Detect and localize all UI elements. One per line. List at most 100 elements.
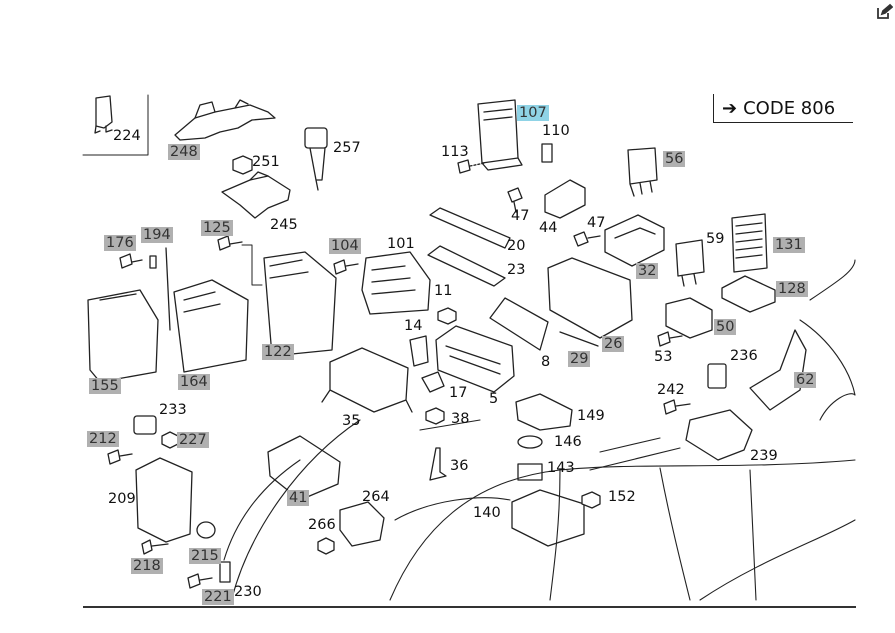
car-body-outline — [223, 259, 856, 601]
part-label-221[interactable]: 221 — [202, 589, 234, 605]
part-47b-screw — [573, 231, 601, 247]
part-label-230[interactable]: 230 — [234, 584, 262, 600]
part-label-38[interactable]: 38 — [451, 411, 470, 427]
part-label-44[interactable]: 44 — [539, 220, 558, 236]
part-label-239[interactable]: 239 — [750, 448, 778, 464]
part-label-224[interactable]: 224 — [113, 128, 141, 144]
part-251-nut — [232, 155, 253, 175]
part-label-242[interactable]: 242 — [657, 382, 685, 398]
part-8-seal — [489, 297, 549, 351]
part-label-107[interactable]: 107 — [517, 105, 549, 121]
part-label-53[interactable]: 53 — [654, 349, 673, 365]
part-label-215[interactable]: 215 — [189, 548, 221, 564]
part-128-bracket — [721, 275, 776, 313]
part-264-relay — [339, 501, 385, 547]
part-143-bushing — [517, 463, 543, 481]
part-label-194[interactable]: 194 — [141, 227, 173, 243]
part-label-125[interactable]: 125 — [201, 220, 233, 236]
part-176-screw — [119, 253, 143, 269]
part-label-23[interactable]: 23 — [507, 262, 526, 278]
part-label-164[interactable]: 164 — [178, 374, 210, 390]
part-label-264[interactable]: 264 — [362, 489, 390, 505]
part-label-176[interactable]: 176 — [104, 235, 136, 251]
part-47a-screw — [507, 187, 523, 213]
part-26-bracket — [547, 257, 633, 339]
part-41-bracket — [267, 435, 341, 501]
part-20-lid — [429, 207, 511, 249]
part-label-5[interactable]: 5 — [489, 391, 499, 407]
part-label-131[interactable]: 131 — [773, 237, 805, 253]
part-221-screw — [187, 573, 213, 589]
part-label-35[interactable]: 35 — [342, 413, 361, 429]
part-266-nut — [317, 537, 335, 555]
part-14-cap — [409, 335, 429, 367]
part-label-245[interactable]: 245 — [270, 217, 298, 233]
part-224-switch — [82, 94, 149, 156]
part-29-rod — [559, 331, 599, 347]
part-label-20[interactable]: 20 — [507, 238, 526, 254]
part-label-266[interactable]: 266 — [308, 517, 336, 533]
part-125-screw — [217, 235, 243, 251]
part-56-relay — [627, 147, 658, 197]
part-label-110[interactable]: 110 — [542, 123, 570, 139]
edit-icon[interactable] — [875, 3, 893, 21]
part-36-bolt — [429, 447, 447, 481]
part-label-212[interactable]: 212 — [87, 431, 119, 447]
part-label-236[interactable]: 236 — [730, 348, 758, 364]
part-label-11[interactable]: 11 — [434, 283, 453, 299]
part-146-grommet — [517, 435, 543, 449]
part-122-module — [263, 251, 337, 357]
part-label-251[interactable]: 251 — [252, 154, 280, 170]
part-label-17[interactable]: 17 — [449, 385, 468, 401]
part-215-grommet — [196, 521, 216, 539]
part-245-bracket — [221, 171, 291, 219]
part-label-152[interactable]: 152 — [608, 489, 636, 505]
part-110-clip — [541, 143, 553, 163]
part-label-56[interactable]: 56 — [663, 151, 686, 167]
part-32-holder — [604, 214, 665, 267]
part-113-screw — [457, 159, 486, 174]
part-label-29[interactable]: 29 — [568, 351, 591, 367]
part-label-218[interactable]: 218 — [131, 558, 163, 574]
part-label-14[interactable]: 14 — [404, 318, 423, 334]
part-152-nut — [581, 491, 601, 509]
part-label-248[interactable]: 248 — [168, 144, 200, 160]
part-label-143[interactable]: 143 — [547, 460, 575, 476]
part-label-227[interactable]: 227 — [177, 432, 209, 448]
part-35-tray — [321, 347, 413, 413]
part-label-122[interactable]: 122 — [262, 344, 294, 360]
part-label-101[interactable]: 101 — [387, 236, 415, 252]
part-label-257[interactable]: 257 — [333, 140, 361, 156]
part-label-104[interactable]: 104 — [329, 238, 361, 254]
part-label-128[interactable]: 128 — [776, 281, 808, 297]
part-label-47-b[interactable]: 47 — [587, 215, 606, 231]
part-242-screw — [663, 399, 691, 415]
part-107-module — [477, 99, 523, 171]
part-164-module — [173, 279, 249, 373]
part-label-47-a[interactable]: 47 — [511, 208, 530, 224]
part-label-233[interactable]: 233 — [159, 402, 187, 418]
part-257-connector — [304, 127, 328, 191]
part-label-50[interactable]: 50 — [714, 319, 737, 335]
part-label-149[interactable]: 149 — [577, 408, 605, 424]
part-label-59[interactable]: 59 — [706, 231, 725, 247]
part-label-41[interactable]: 41 — [287, 490, 310, 506]
part-38-nut — [425, 407, 445, 425]
part-50-holder — [665, 297, 713, 339]
part-label-155[interactable]: 155 — [89, 378, 121, 394]
part-label-26[interactable]: 26 — [602, 336, 625, 352]
part-label-113[interactable]: 113 — [441, 144, 469, 160]
part-23-gasket — [427, 245, 506, 287]
part-label-146[interactable]: 146 — [554, 434, 582, 450]
part-label-62[interactable]: 62 — [794, 372, 817, 388]
part-149-bracket — [515, 393, 573, 431]
part-label-209[interactable]: 209 — [108, 491, 136, 507]
bottom-divider — [83, 606, 856, 608]
part-label-32[interactable]: 32 — [636, 263, 659, 279]
part-label-140[interactable]: 140 — [473, 505, 501, 521]
arrow-right-icon: ➔ — [722, 97, 738, 119]
part-label-8[interactable]: 8 — [541, 354, 551, 370]
part-131-relay — [731, 213, 768, 273]
part-label-36[interactable]: 36 — [450, 458, 469, 474]
part-230-clip — [219, 561, 231, 583]
